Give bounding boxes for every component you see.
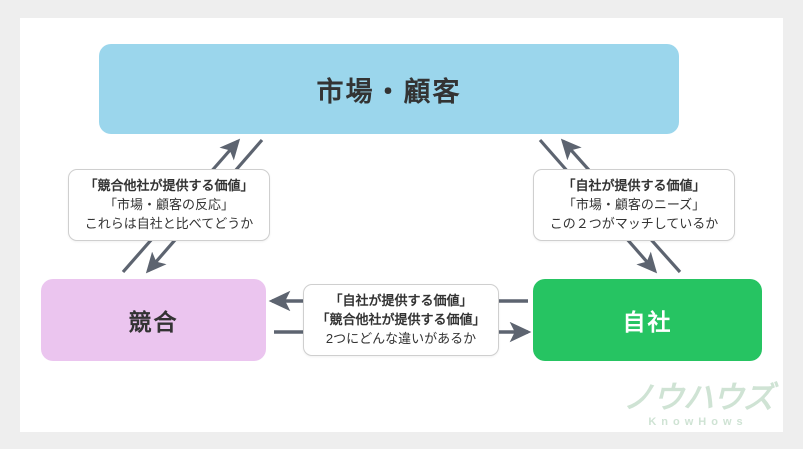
note-right-line-1: 「自社が提供する価値」: [562, 178, 706, 193]
note-left-line-2: 「市場・顧客の反応」: [103, 197, 234, 212]
note-competitor-own: 「自社が提供する価値」 「競合他社が提供する価値」 2つにどんな違いがあるか: [303, 284, 499, 356]
watermark-roman-text: KnowHows: [648, 416, 748, 428]
note-left-line-1: 「競合他社が提供する価値」: [84, 178, 254, 193]
note-mid-line-2: 「競合他社が提供する価値」: [316, 312, 486, 327]
box-own-company[interactable]: 自社: [533, 279, 762, 361]
box-market-customer[interactable]: 市場・顧客: [99, 44, 679, 134]
note-right-line-3: この２つがマッチしているか: [549, 216, 719, 231]
box-own-company-label: 自社: [622, 309, 673, 335]
note-mid-line-3: 2つにどんな違いがあるか: [325, 331, 477, 346]
note-competitor-market: 「競合他社が提供する価値」 「市場・顧客の反応」 これらは自社と比べてどうか: [68, 169, 270, 241]
note-right-line-2: 「市場・顧客のニーズ」: [562, 197, 706, 212]
knowhows-watermark-logo: ノウハウズ KnowHows: [618, 381, 778, 433]
box-competitor-label: 競合: [128, 309, 179, 335]
note-market-own: 「自社が提供する価値」 「市場・顧客のニーズ」 この２つがマッチしているか: [533, 169, 735, 241]
box-competitor[interactable]: 競合: [41, 279, 266, 361]
note-left-line-3: これらは自社と比べてどうか: [84, 216, 254, 231]
note-mid-line-1: 「自社が提供する価値」: [329, 293, 473, 308]
box-market-customer-label: 市場・顧客: [316, 76, 462, 107]
watermark-kana-text: ノウハウズ: [623, 380, 774, 415]
